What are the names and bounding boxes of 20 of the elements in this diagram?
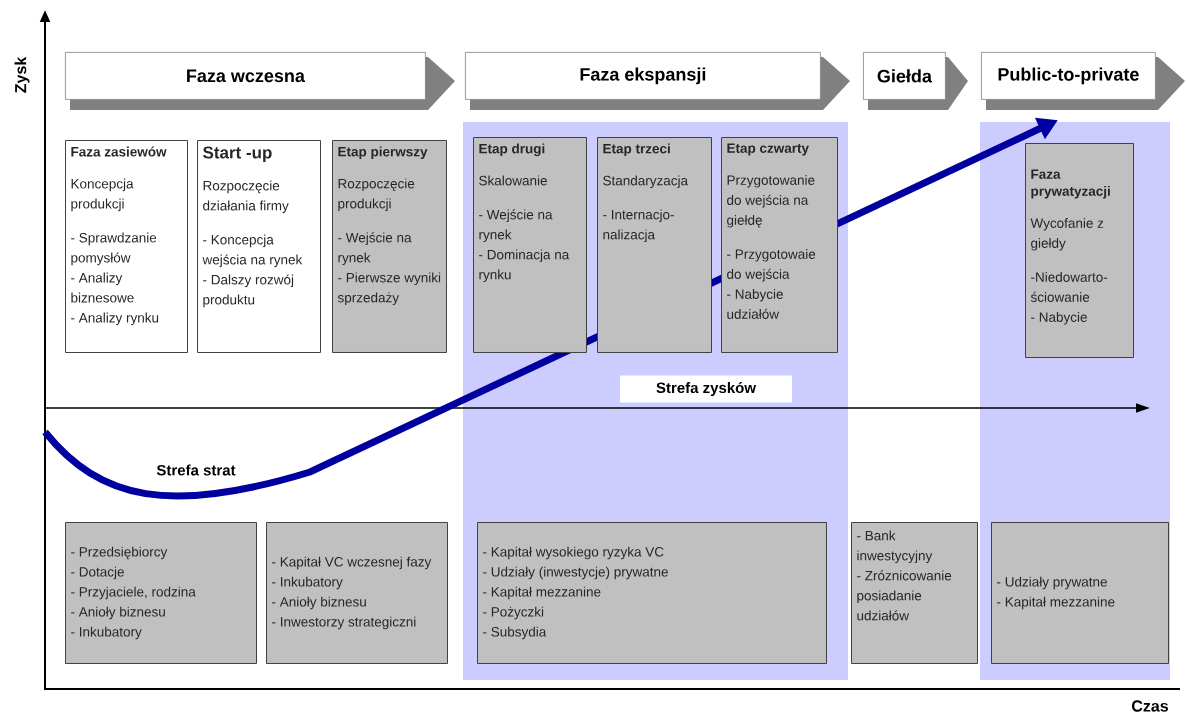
zone-label: Strefa strat — [156, 464, 236, 476]
funding-box: - Kapitał wysokiego ryzyka VC - Udziały (inwestycje) prywatne - Kapitał mezzanine - Pożyczki - Subsydia — [477, 522, 827, 664]
axis-label: Zysk — [14, 56, 30, 93]
stage-box: Etap trzeci Standaryzacja - Internacjo-nalizacja — [597, 137, 712, 353]
stage-box: Etap drugi Skalowanie - Wejście na rynek - Dominacja na rynku — [473, 137, 587, 353]
funding-box: - Bank inwestycyjny - Zróznicowanie posiadanie udziałów — [851, 522, 978, 664]
axis-label: Czas — [1132, 700, 1168, 712]
funding-box: - Udziały prywatne - Kapitał mezzanine — [991, 522, 1169, 664]
stage-box: Faza prywatyzacji Wycofanie z giełdy -Niedowarto-ściowanie - Nabycie — [1025, 143, 1134, 358]
zone-label: Strefa zysków — [620, 375, 792, 403]
phase-banner: Giełda — [863, 52, 968, 110]
stage-box: Start -up Rozpoczęcie działania firmy - Koncepcja wejścia na rynek - Dalszy rozwój produktu — [197, 140, 321, 353]
phase-banner: Faza wczesna — [65, 52, 455, 110]
funding-box: - Kapitał VC wczesnej fazy - Inkubatory - Anioły biznesu - Inwestorzy strategiczni — [266, 522, 448, 664]
funding-box: - Przedsiębiorcy - Dotacje - Przyjaciele, rodzina - Anioły biznesu - Inkubatory — [65, 522, 257, 664]
stage-box: Etap pierwszy Rozpoczęcie produkcji - Wejście na rynek - Pierwsze wyniki sprzedaży — [332, 140, 447, 353]
stage-box: Faza zasiewów Koncepcja produkcji - Sprawdzanie pomysłów - Analizy biznesowe - Analizy rynku — [65, 140, 188, 353]
stage-box: Etap czwarty Przygotowanie do wejścia na giełdę - Przygotowaie do wejścia - Nabycie udziałów — [721, 137, 838, 353]
phase-banner: Faza ekspansji — [465, 52, 850, 110]
phase-banner: Public-to-private — [981, 52, 1185, 110]
